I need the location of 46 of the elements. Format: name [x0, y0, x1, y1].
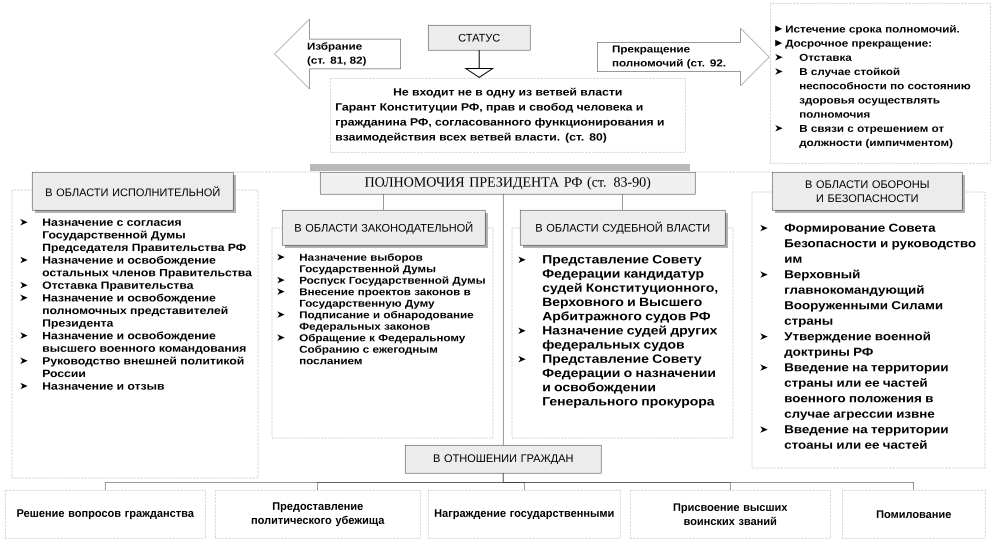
list-item: Истечение срока полномочий. — [775, 25, 959, 35]
list-item: Назначение и освобождение полномочных представителей Президента — [20, 294, 228, 329]
info-box — [330, 78, 686, 152]
list-item: Руководство внешней политикой России — [20, 356, 244, 378]
connector — [503, 473, 914, 490]
list-item: Назначение с согласия Государственной Думы Председателя Правительства РФ — [20, 218, 246, 254]
list-item: Роспуск Государственной Думы — [277, 276, 485, 286]
list-item: Представление Совету Федерации о назначении и освобождении Генерального прокурора — [518, 354, 715, 408]
list-item: Представление Совету Федерации кандидатур судей Конституционного, Верховного и Высшего Арбитражного судов РФ — [518, 255, 718, 323]
list-item: Подписание и обнародование Федеральных законов — [277, 310, 474, 332]
category-box: Помилование — [842, 490, 986, 538]
info-box — [770, 3, 990, 164]
list-item: Назначение выборов Государственной Думы — [277, 253, 436, 274]
list-item: В случае стойкой неспособности по состоянию здоровья осуществлять полномочия — [775, 68, 970, 118]
category-box: Присвоение высших воинских званий — [630, 490, 830, 538]
list-item: Введение на территории страны или ее частей военного положения в случае агрессии извне — [760, 363, 948, 420]
panel-header: В ОБЛАСТИ ЗАКОНОДАТЕЛЬНОЙ — [282, 210, 488, 248]
connector — [622, 194, 623, 210]
list-item: Обращение к Федеральному Собранию с ежегодным посланием — [277, 334, 466, 364]
category-box: Награждение государственными — [428, 490, 620, 538]
arrow-box: Избрание (ст. 81, 82) — [274, 18, 401, 90]
list-item: Назначение и освобождение высшего военного командования — [20, 332, 246, 354]
title-box: ПОЛНОМОЧИЯ ПРЕЗИДЕНТА РФ (ст. 83-90) — [320, 172, 696, 194]
category-box: Решение вопросов гражданства — [5, 490, 206, 538]
connector — [503, 194, 504, 446]
list-item: Верховный главнокомандующий Вооруженными Силами страны — [760, 270, 942, 328]
category-box: Предоставление политического убежища — [215, 490, 420, 538]
list-item: Назначение и отзыв — [20, 382, 164, 390]
list-item: Отставка Правительства — [20, 281, 194, 291]
heading-text: Не входит не в одну из ветвей власти — [394, 88, 622, 98]
panel-header: В ОБЛАСТИ СУДЕБНОЙ ВЛАСТИ — [520, 210, 728, 248]
list-item: Утверждение военной доктрины РФ — [760, 332, 930, 358]
panel-header: В ОБЛАСТИ ОБОРОНЫ И БЕЗОПАСНОСТИ — [772, 172, 966, 213]
list-item: Назначение и освобождение остальных членов Правительства — [20, 256, 252, 278]
list-item: Досрочное прекращение: — [775, 40, 931, 49]
list-item: Отставка — [775, 54, 852, 61]
list-item: Введение на территории стоаны или ее частей — [760, 425, 948, 449]
description-text: Гарант Конституции РФ, прав и свобод человека и гражданина РФ, согласованного функционирования и взаимодействия всех ветвей власти. (ст. 80) — [336, 102, 664, 143]
panel-header: В ОБЛАСТИ ИСПОЛНИТЕЛЬНОЙ — [32, 172, 236, 213]
arrow-box: Прекращение полномочий (ст. 92. — [597, 28, 770, 86]
list-item: Назначение судей других федеральных судов — [518, 325, 718, 352]
list-item: В связи с отрешением от должности (импичментом) — [775, 124, 952, 148]
list-item: Внесение проектов законов в Государственную Думу — [277, 288, 470, 309]
list-item: Формирование Совета Безопасности и руководство им — [760, 224, 976, 263]
heading-box: В ОТНОШЕНИИ ГРАЖДАН — [405, 445, 602, 474]
heading-box: СТАТУС — [428, 25, 530, 50]
